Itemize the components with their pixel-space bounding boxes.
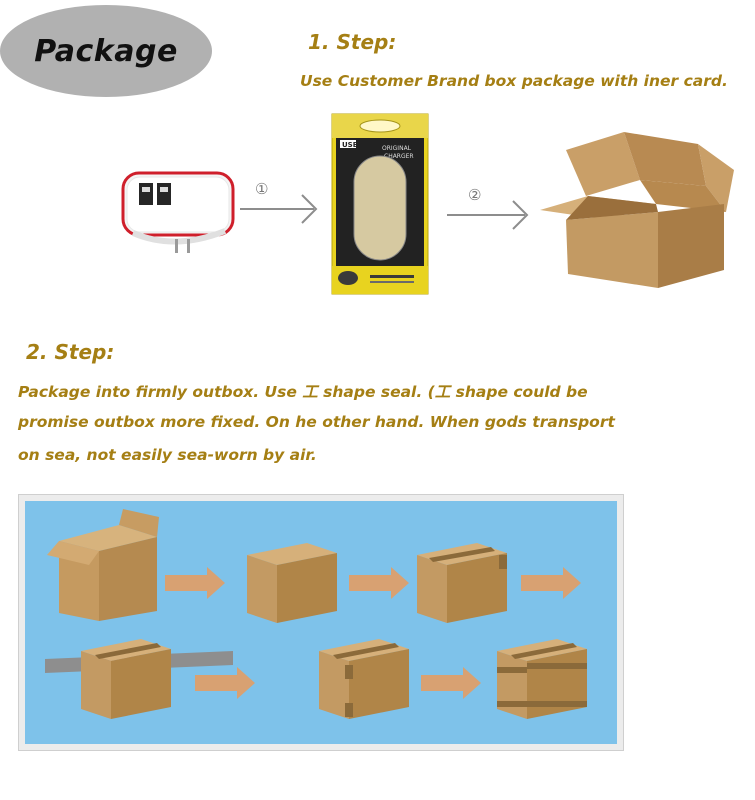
step2-line-2: promise outbox more fixed. On he other h…: [18, 413, 615, 431]
arrow-right-icon: [421, 667, 481, 699]
open-carton-image: [540, 132, 734, 288]
closed-box-stage: [247, 543, 337, 623]
step2-title: 2. Step:: [26, 340, 115, 364]
fully-sealed-box-stage: [497, 639, 587, 719]
taped-top-box-stage: [417, 543, 507, 623]
step1-title: 1. Step:: [308, 30, 397, 54]
arrow-right-icon: [240, 194, 318, 224]
svg-text:CHARGER: CHARGER: [384, 153, 414, 160]
side-taped-box-stage: [319, 639, 409, 719]
package-badge: Package: [0, 5, 212, 97]
wall-charger-image: [121, 171, 235, 253]
step2-line-3: on sea, not easily sea-worn by air.: [18, 446, 317, 464]
arrow-right-icon: [447, 200, 529, 230]
step-marker-1: ①: [255, 180, 269, 198]
retail-box-image: USB ORIGINAL CHARGER: [331, 113, 429, 295]
sealing-process-panel: [18, 494, 624, 751]
step-marker-2: ②: [468, 186, 482, 204]
step1-description: Use Customer Brand box package with iner…: [300, 72, 728, 90]
sealing-process-illustration: [45, 509, 587, 719]
arrow-right-icon: [349, 567, 409, 599]
box-on-conveyor-stage: [81, 639, 171, 719]
step2-line-1: Package into firmly outbox. Use 工 shape …: [18, 383, 588, 401]
arrow-right-icon: [165, 567, 225, 599]
svg-text:USB: USB: [342, 141, 358, 149]
svg-text:ORIGINAL: ORIGINAL: [382, 145, 412, 152]
arrow-right-icon: [521, 567, 581, 599]
open-box-stage: [47, 509, 159, 621]
arrow-right-icon: [195, 667, 255, 699]
page-title: Package: [34, 33, 178, 69]
